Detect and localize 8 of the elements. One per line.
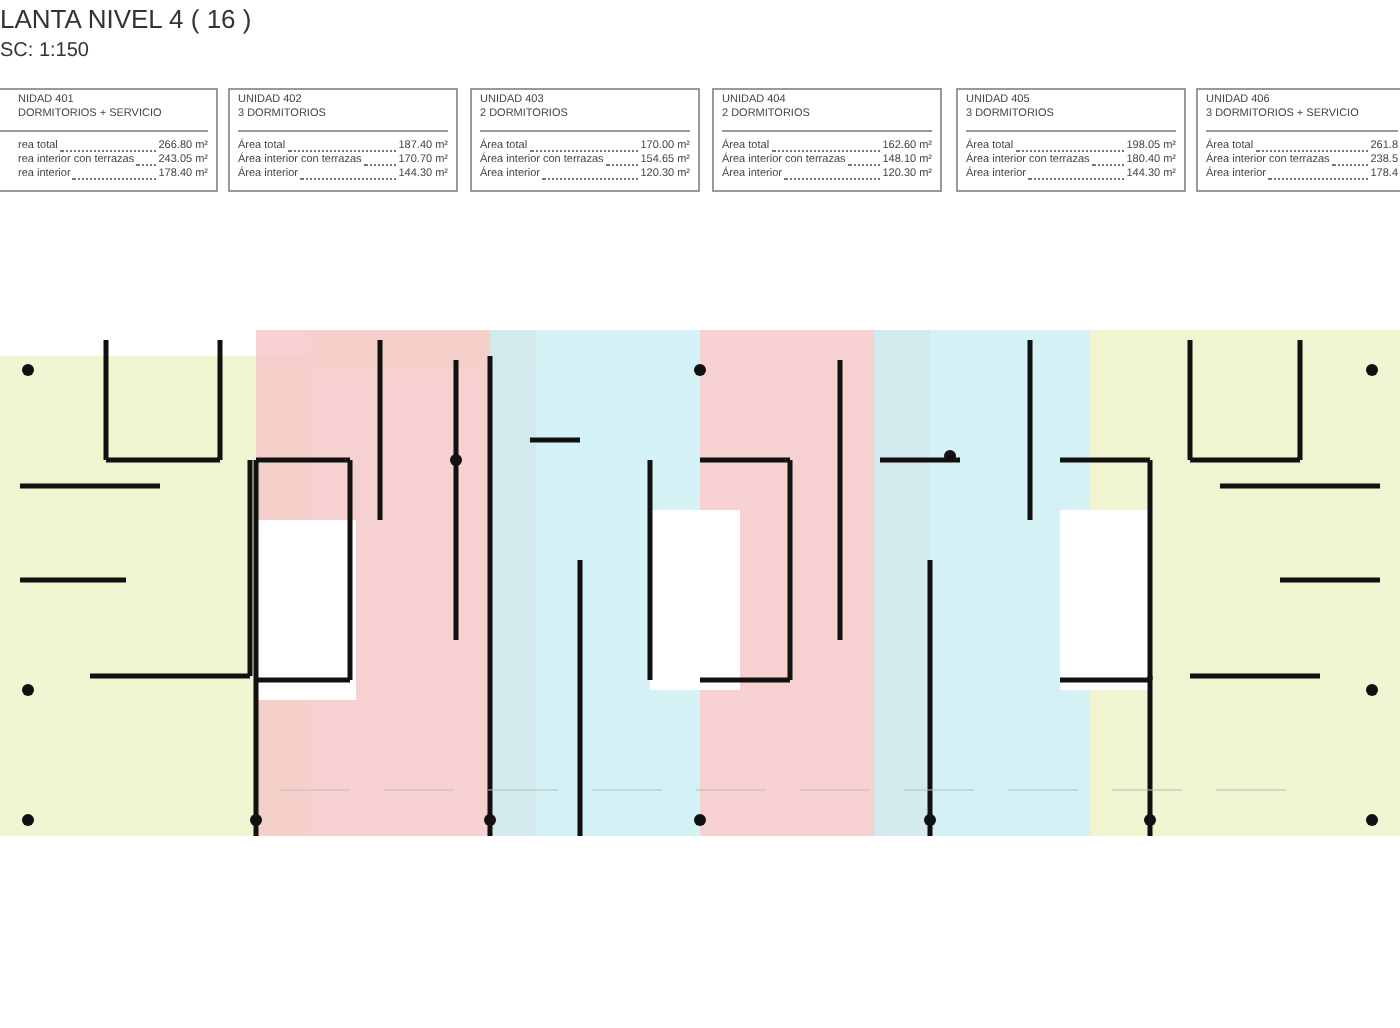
scale-label: SC: 1:150 [0,40,89,64]
unit-card [712,88,942,192]
unit-card [0,88,218,192]
unit-card [1196,88,1400,192]
unit-card [228,88,458,192]
unit-card [470,88,700,192]
unit-card [956,88,1186,192]
plan-title: LANTA NIVEL 4 ( 16 ) [0,4,252,36]
